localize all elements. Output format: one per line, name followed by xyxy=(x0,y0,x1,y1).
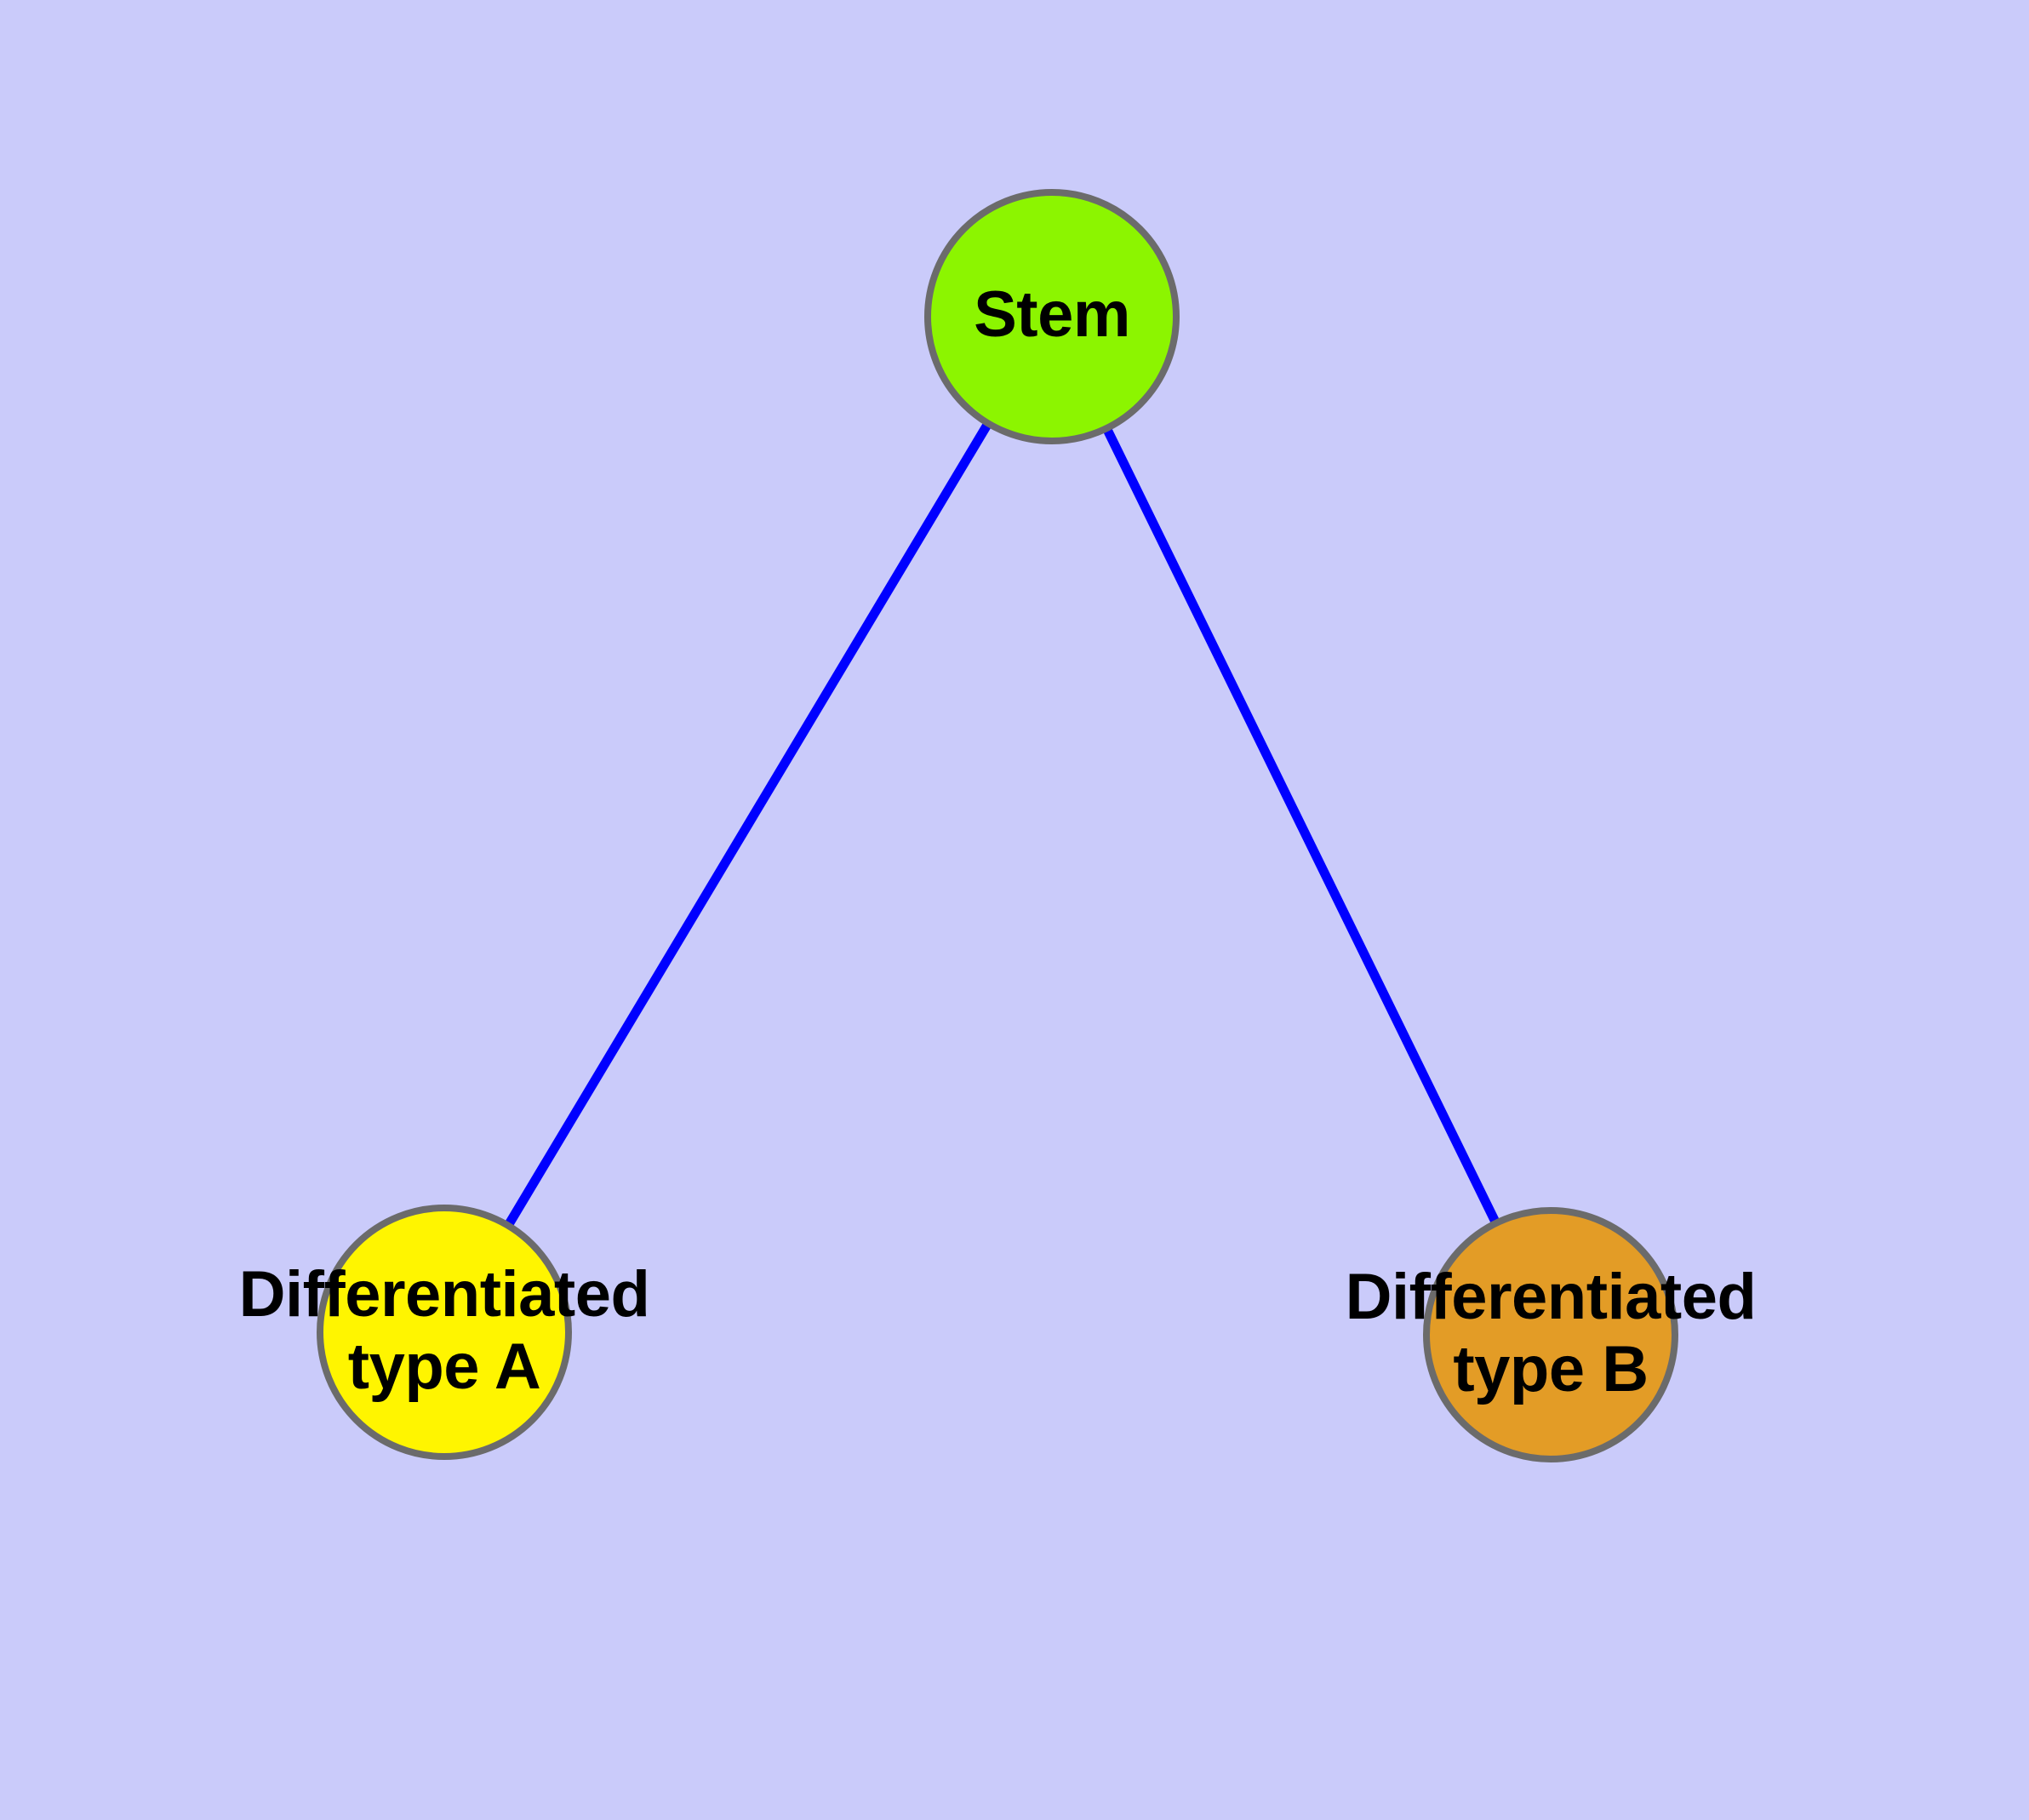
nodes-layer xyxy=(317,189,1678,1462)
graph-node-diff-b[interactable] xyxy=(1423,1207,1678,1462)
graph-edge[interactable] xyxy=(1048,314,1555,1337)
graph-node-diff-a[interactable] xyxy=(317,1205,572,1460)
edges-layer xyxy=(440,314,1555,1337)
graph-node-stem[interactable] xyxy=(924,189,1180,444)
graph-edge[interactable] xyxy=(440,314,1056,1335)
